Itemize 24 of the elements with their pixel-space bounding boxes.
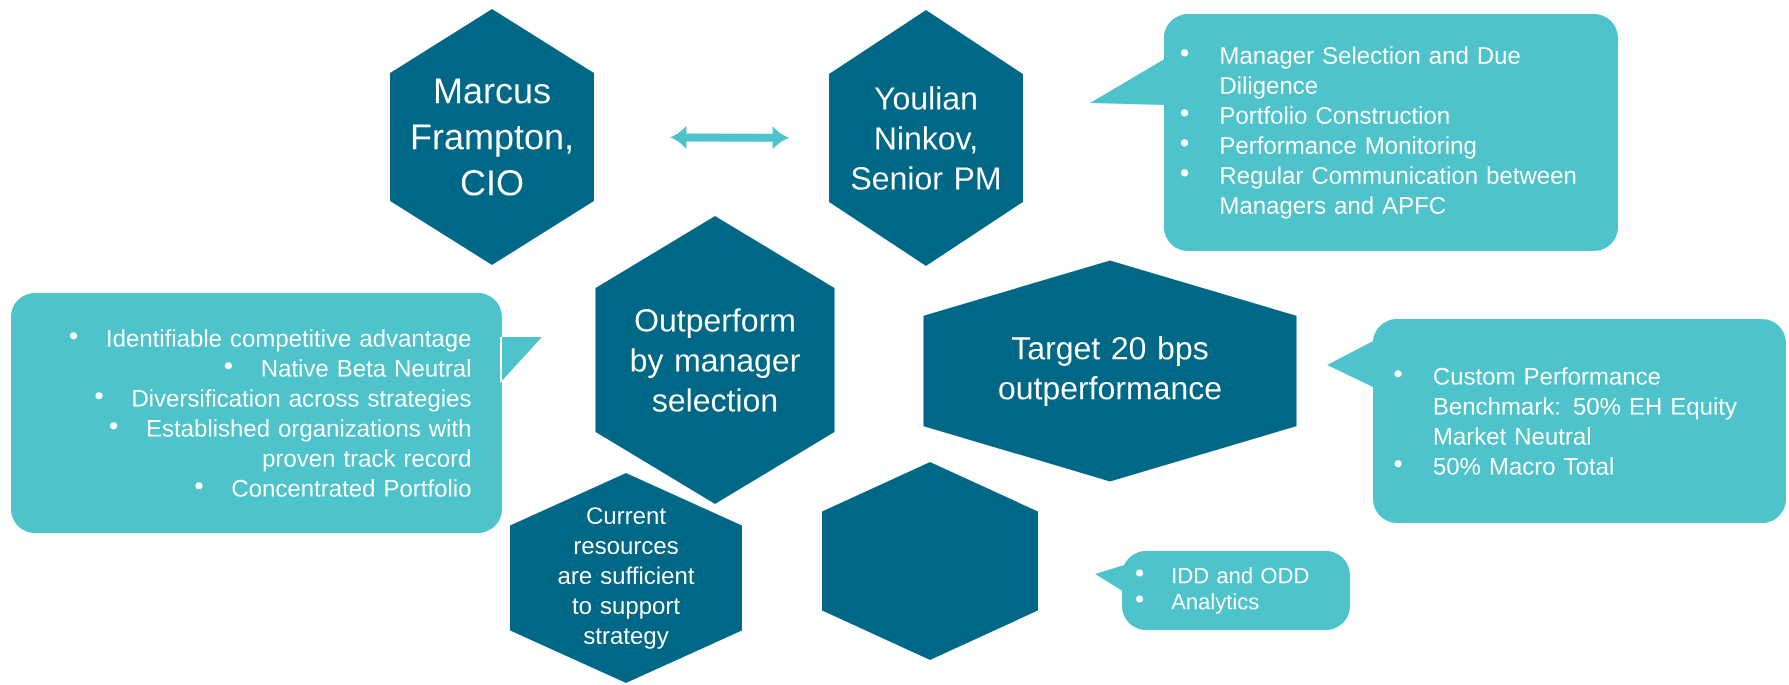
node-label: Concentrated Portfolio xyxy=(232,479,471,497)
hexagon xyxy=(822,462,1038,660)
node-label: Native Beta Neutral xyxy=(262,359,470,377)
hexagon: Youlian Ninkov, Senior PM xyxy=(829,10,1023,266)
node-label: Analytics xyxy=(1171,593,1259,614)
hexagon: Current resources are sufficient to support strategy xyxy=(510,473,742,683)
callout-box: Identifiable competitive advantage Native Beta Neutral Diversification across strategies Established organizations with proven track record Concentrated Portfolio xyxy=(11,293,542,533)
hexagon: Marcus Frampton, CIO xyxy=(390,9,594,265)
node-label: 50% Macro Total xyxy=(1433,457,1613,475)
callout-box: Manager Selection and Due Diligence Portfolio Construction Performance Monitoring Regular Communication between Managers and APFC xyxy=(1090,14,1618,251)
node-label: Portfolio Construction xyxy=(1221,106,1449,124)
node-label: Diversification across strategies xyxy=(133,389,471,412)
node-label: Identifiable competitive advantage xyxy=(108,329,471,352)
node-label: Regular Communication between Managers and APFC xyxy=(1221,166,1576,219)
hexagon: Outperform by manager selection xyxy=(595,216,835,504)
node-label: Performance Monitoring xyxy=(1221,136,1476,159)
node-label: Custom Performance Benchmark: 50% EH Equity Market Neutral xyxy=(1434,367,1737,445)
callout-box: Custom Performance Benchmark: 50% EH Equity Market Neutral 50% Macro Total xyxy=(1327,319,1786,523)
node-label: Manager Selection and Due Diligence xyxy=(1221,46,1520,99)
callout-box: IDD and ODD Analytics xyxy=(1095,551,1350,630)
node-label: IDD and ODD xyxy=(1173,567,1309,584)
hexagon: Target 20 bps outperformance xyxy=(923,260,1297,482)
double-arrow xyxy=(672,128,787,148)
node-label: Established organizations with proven track record xyxy=(147,419,470,472)
